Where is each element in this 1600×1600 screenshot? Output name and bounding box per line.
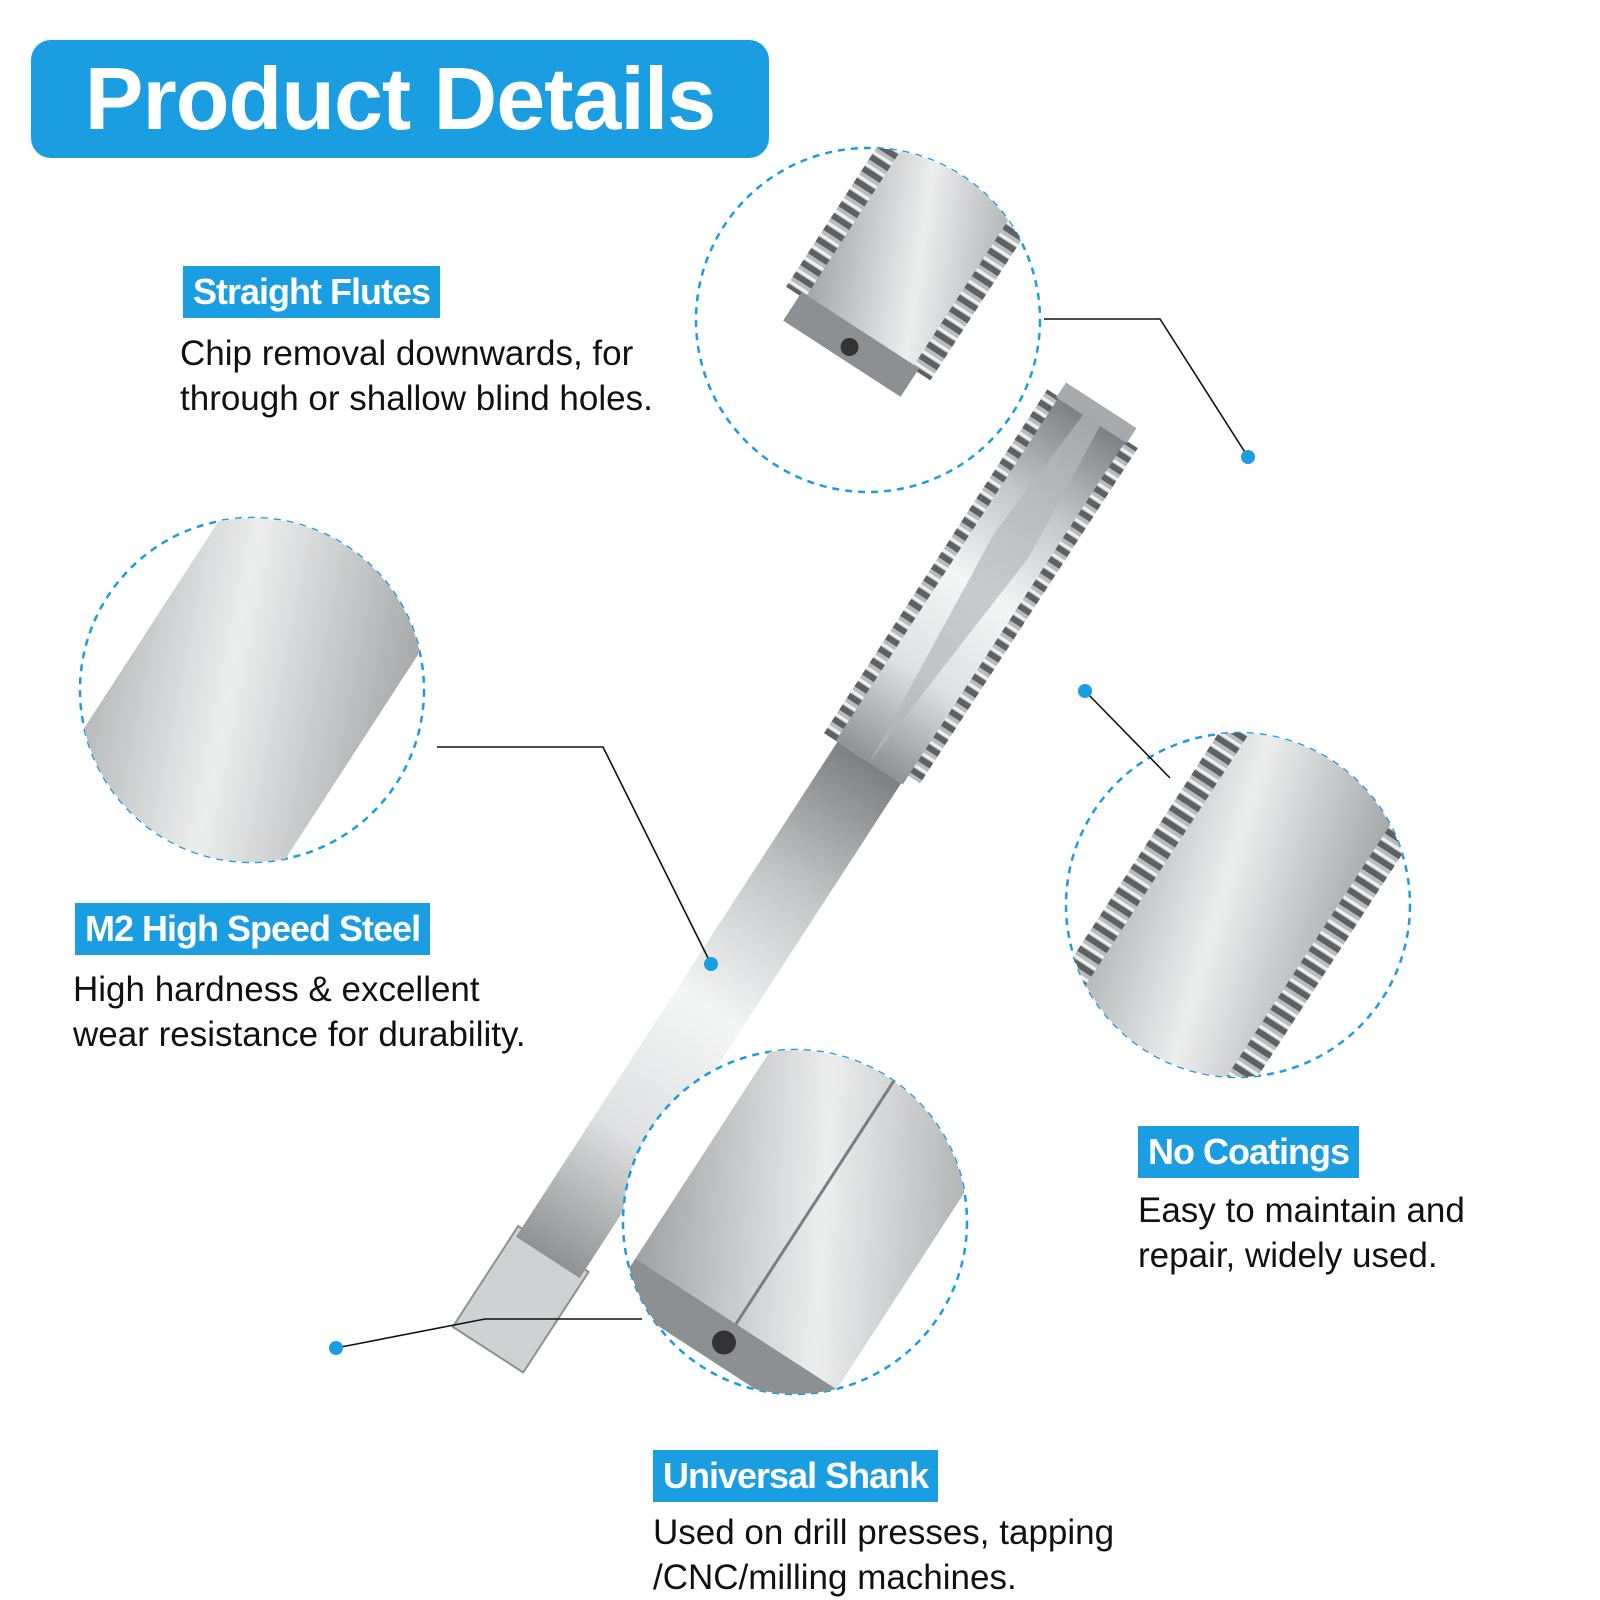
tap-shank bbox=[516, 741, 902, 1279]
feature-desc-no-coatings: Easy to maintain and repair, widely used… bbox=[1138, 1188, 1465, 1278]
title-badge: Product Details bbox=[31, 40, 769, 158]
feature-desc-universal-shank: Used on drill presses, tapping /CNC/mill… bbox=[653, 1510, 1114, 1600]
desc-line: Chip removal downwards, for bbox=[180, 334, 634, 373]
feature-label-straight-flutes: Straight Flutes bbox=[183, 266, 441, 318]
desc-line: wear resistance for durability. bbox=[73, 1015, 526, 1054]
page-title: Product Details bbox=[84, 49, 716, 148]
tap-tip bbox=[1056, 382, 1137, 444]
feature-label-no-coatings: No Coatings bbox=[1138, 1126, 1359, 1178]
tap-flute bbox=[869, 413, 1101, 763]
callout-dots bbox=[329, 450, 1255, 1355]
feature-label-m2-steel: M2 High Speed Steel bbox=[75, 903, 431, 955]
desc-line: Used on drill presses, tapping bbox=[653, 1513, 1115, 1552]
feature-desc-m2-steel: High hardness & excellent wear resistanc… bbox=[73, 967, 526, 1057]
desc-line: High hardness & excellent bbox=[73, 970, 480, 1009]
desc-line: /CNC/milling machines. bbox=[653, 1558, 1017, 1597]
feature-desc-straight-flutes: Chip removal downwards, for through or s… bbox=[180, 331, 653, 421]
tap-threads-top bbox=[823, 389, 1063, 743]
desc-line: Easy to maintain and bbox=[1138, 1191, 1465, 1230]
leader-lines bbox=[335, 318, 1249, 1349]
desc-line: through or shallow blind holes. bbox=[180, 379, 653, 418]
tap-threads-bottom bbox=[904, 438, 1138, 784]
feature-label-universal-shank: Universal Shank bbox=[653, 1450, 939, 1502]
tap-main bbox=[451, 382, 1138, 1374]
desc-line: repair, widely used. bbox=[1138, 1236, 1438, 1275]
